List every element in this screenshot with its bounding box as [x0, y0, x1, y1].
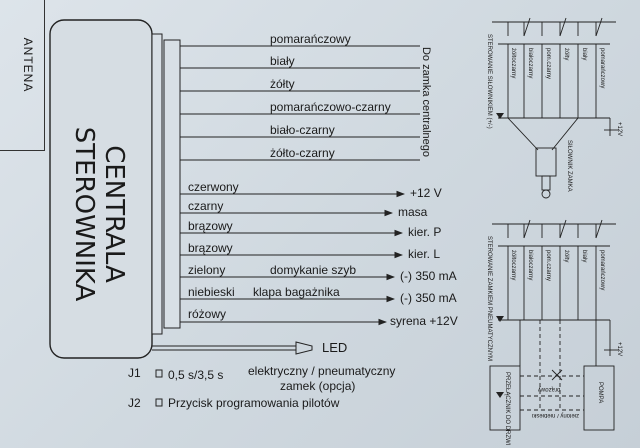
lock-wire-label-1: pomarańczowy: [270, 32, 351, 46]
output-wire-label-4: brązowy: [188, 241, 233, 255]
bottom-supply-label: +12V: [616, 342, 622, 357]
output-target-3: kier. P: [408, 225, 442, 239]
bottom-green-wire-label: zielony / niebieski: [532, 412, 580, 418]
unit-title-line2: STEROWNIKA: [69, 126, 99, 302]
output-wire-label-1: czerwony: [188, 180, 239, 194]
lock-wire-label-4: pomarańczowo-czarny: [270, 100, 391, 114]
output-wire-label-7: różowy: [188, 307, 227, 321]
top-wire-3: pom.czarny: [545, 48, 551, 80]
jumper-j1-id: J1: [128, 366, 141, 380]
lock-wire-label-5: biało-czarny: [270, 123, 335, 137]
top-wire-6: pomarańczowy: [599, 48, 605, 89]
output-target-2: masa: [398, 205, 428, 219]
bottom-diagram-title: STEROWANIE ZAMKIEM PNEUMATYCZNYM: [486, 236, 492, 362]
output-target-1: +12 V: [410, 186, 442, 200]
top-wire-5: biały: [581, 48, 587, 61]
switch-label: PRZEŁĄCZNIK DO DRZWI: [504, 372, 510, 446]
jumper-j2-id: J2: [128, 396, 141, 410]
top-wire-2: białoczarny: [527, 48, 533, 79]
output-target-7: syrena +12V: [390, 314, 458, 328]
top-diagram-title: STEROWANIE SIŁOWNIKIEM (+/-): [486, 34, 492, 129]
unit-title-line1: CENTRALA: [99, 145, 129, 283]
top-wire-4: żółty: [563, 48, 569, 61]
actuator-diagram: [492, 17, 618, 199]
output-note-label-6: klapa bagażnika: [253, 285, 340, 299]
bottom-wire-5: biały: [581, 250, 587, 263]
output-wire-label-5: zielony: [188, 263, 226, 277]
bottom-brown-wire-label: brązowy: [538, 386, 561, 392]
bottom-wire-2: białoczarny: [527, 250, 533, 281]
jumper-j2-icon: [155, 398, 163, 407]
top-supply-label: +12V: [616, 122, 622, 137]
jumper-j1-text: 0,5 s/3,5 s: [168, 368, 224, 382]
led-icon: [295, 341, 313, 355]
jumper-j1-desc1: elektryczny / pneumatyczny: [248, 364, 396, 378]
bottom-wire-1: żółtoczarny: [510, 250, 516, 281]
jumper-j1-icon: [155, 369, 163, 378]
output-wire-label-3: brązowy: [188, 219, 233, 233]
antenna-box: [0, 0, 45, 151]
output-target-5: (-) 350 mA: [400, 269, 457, 283]
top-wire-1: żółtoczarny: [510, 48, 516, 79]
pneumatic-diagram: [489, 219, 618, 431]
lock-wire-label-2: biały: [270, 54, 295, 68]
output-note-label-5: domykanie szyb: [270, 263, 357, 277]
bottom-wire-3: pom.czarny: [545, 250, 551, 282]
lock-wire-label-6: żółto-czarny: [270, 146, 335, 160]
output-wire-label-2: czarny: [188, 199, 224, 213]
lock-wire-label-3: żółty: [270, 77, 295, 91]
output-target-6: (-) 350 mA: [400, 291, 457, 305]
output-wire-label-6: niebieski: [188, 285, 235, 299]
output-target-4: kier. L: [408, 247, 441, 261]
unit-title: CENTRALA STEROWNIKA: [69, 69, 129, 359]
lock-destination-label: Do zamka centralnego: [420, 46, 432, 158]
bottom-wire-4: żółty: [563, 250, 569, 263]
jumper-j2-text: Przycisk programowania pilotów: [168, 396, 340, 410]
pump-label: POMPA: [597, 382, 603, 404]
led-label: LED: [322, 340, 348, 355]
bottom-wire-6: pomarańczowy: [599, 250, 605, 291]
jumper-j1-desc2: zamek (opcja): [280, 379, 356, 393]
top-actuator-label: SIŁOWNIK ZAMKA: [566, 140, 572, 192]
